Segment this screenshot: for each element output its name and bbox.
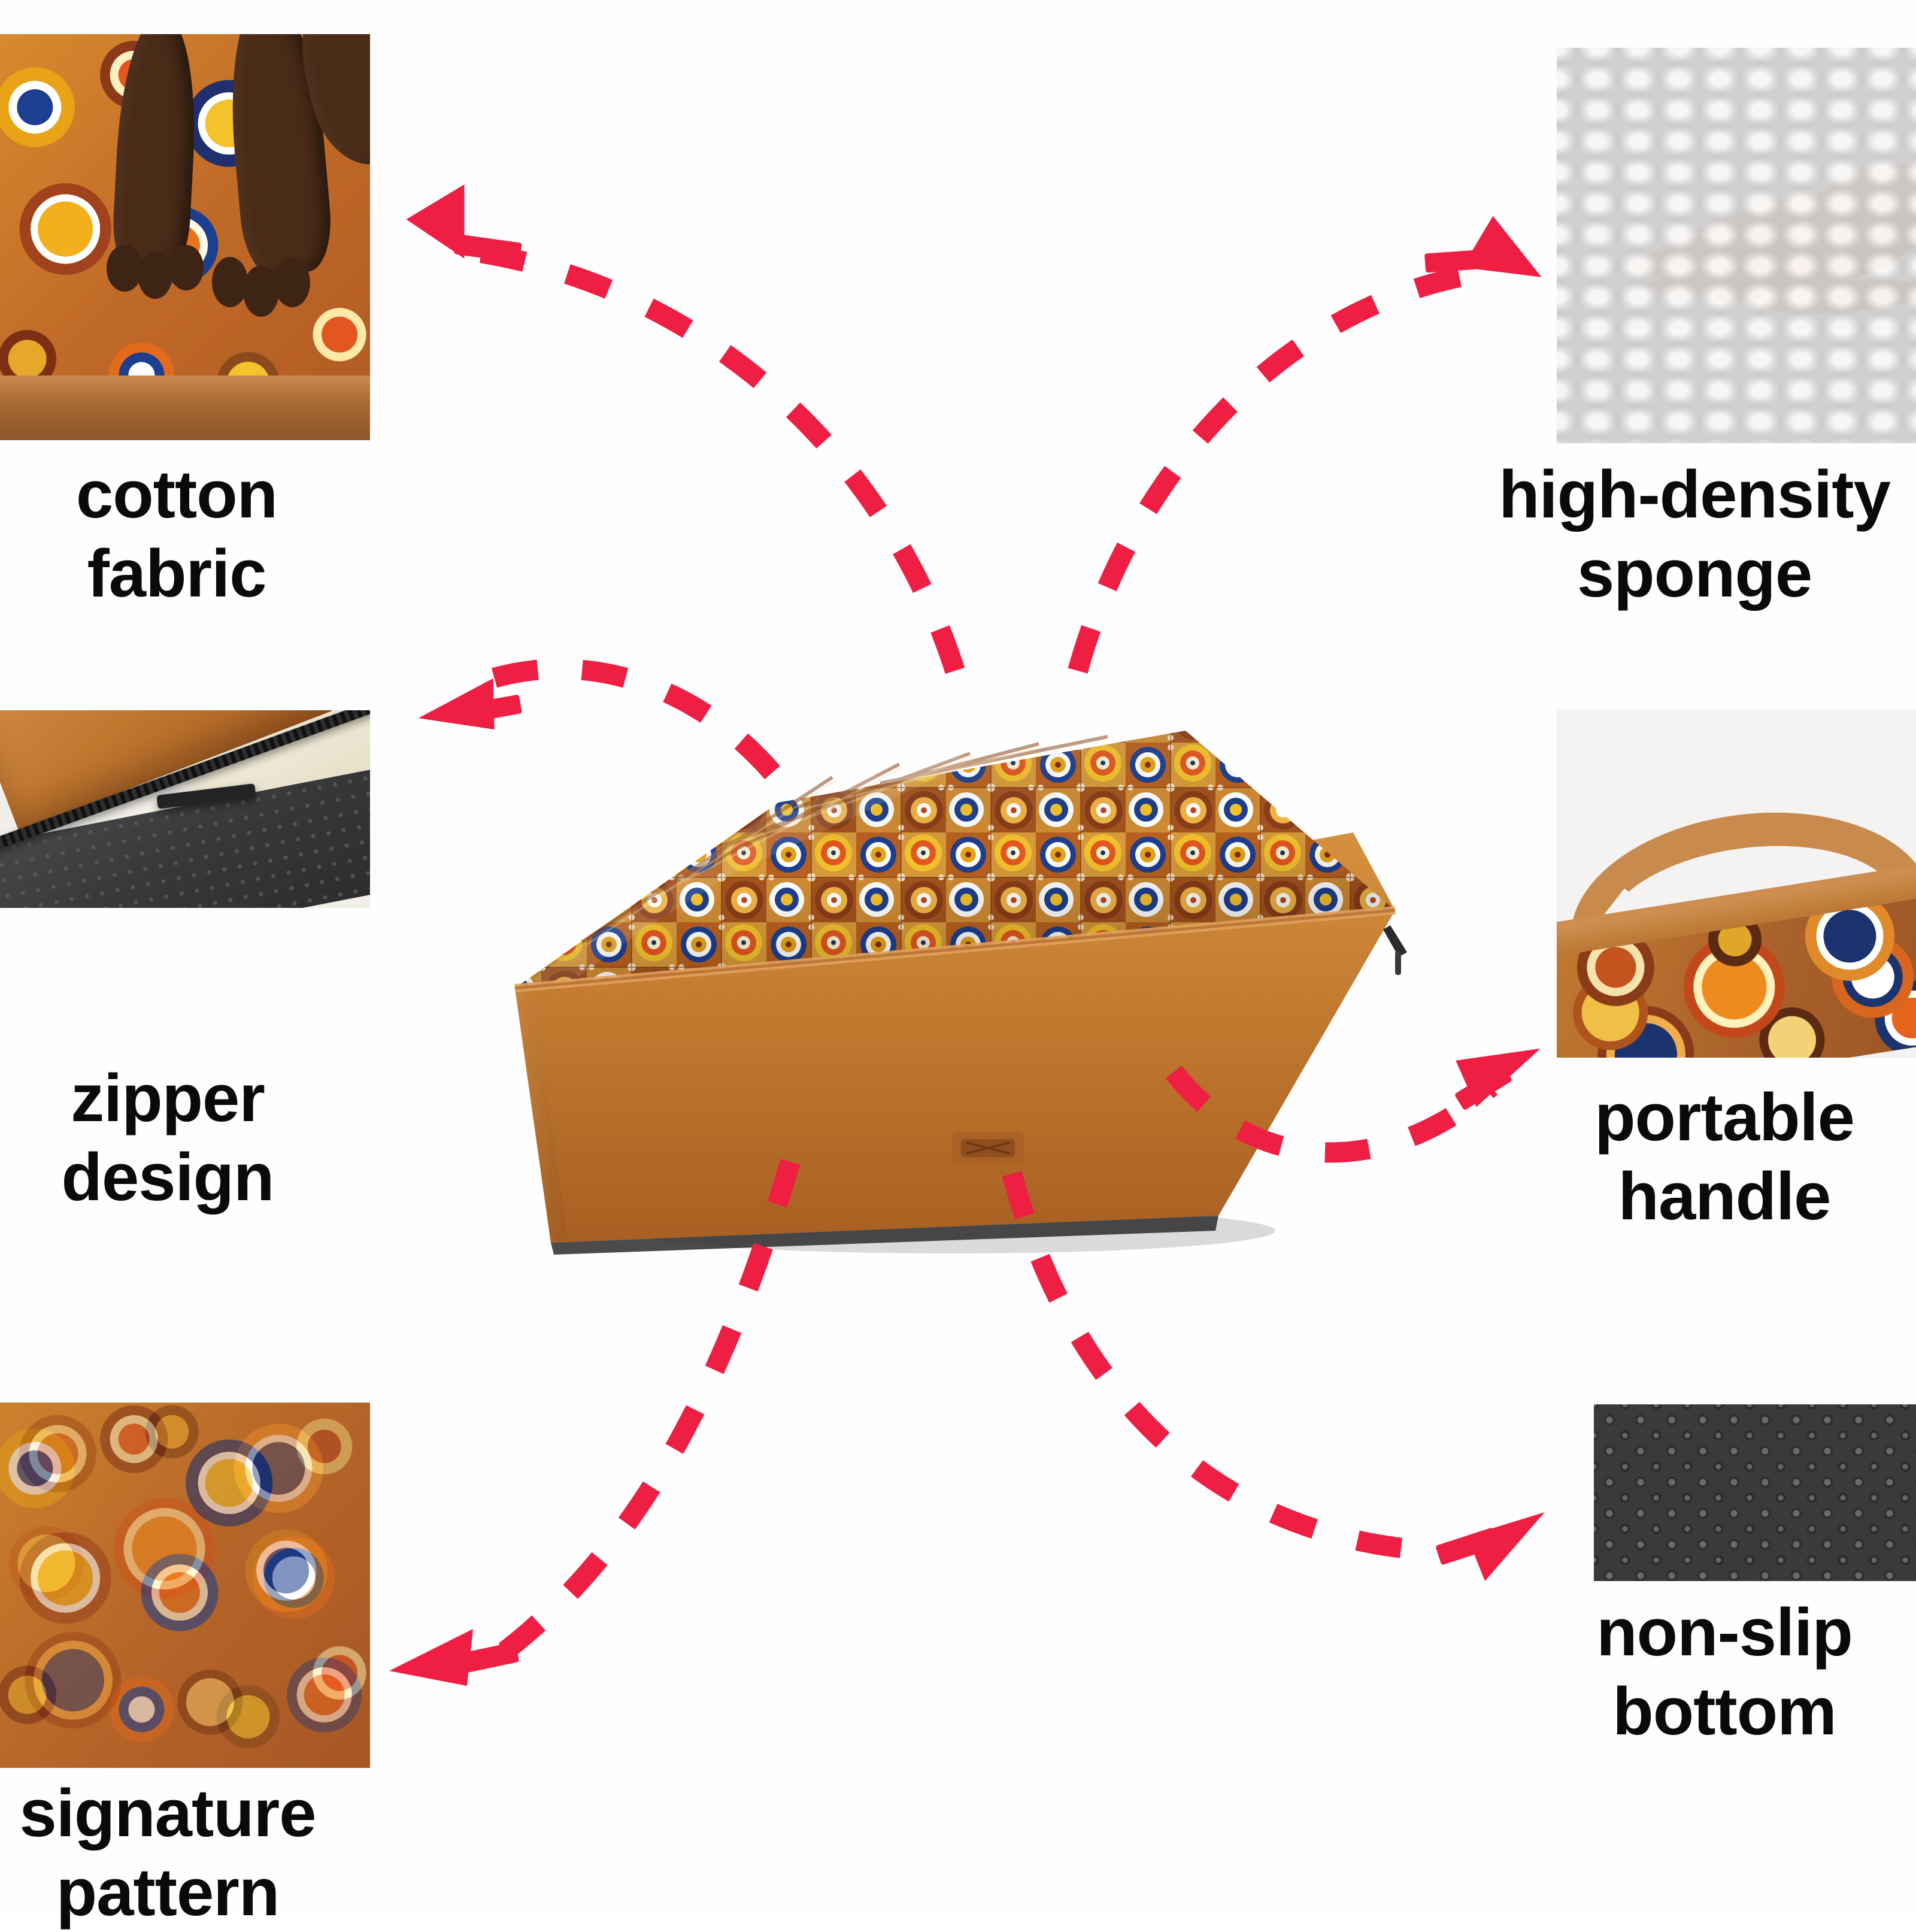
arrow-to-cotton-fabric	[406, 184, 965, 674]
cotton-fabric-thumbnail	[0, 34, 370, 440]
feature-label-high-density-sponge: high-density sponge	[1499, 457, 1891, 611]
non-slip-bottom-thumbnail	[1594, 1404, 1916, 1581]
arrowhead-icon	[1467, 1512, 1545, 1581]
feature-label-non-slip-bottom: non-slip bottom	[1596, 1595, 1853, 1749]
arrowhead-icon	[389, 1629, 473, 1686]
product-image-foldable-pet-mattress	[497, 653, 1419, 1264]
arrowhead-icon	[418, 678, 495, 730]
arrowhead-icon	[406, 184, 465, 259]
signature-pattern-thumbnail	[0, 1403, 370, 1768]
arrowhead-icon	[1456, 1048, 1541, 1107]
high-density-sponge-thumbnail	[1557, 48, 1916, 443]
feature-label-signature-pattern: signature pattern	[19, 1776, 316, 1930]
feature-label-cotton-fabric: cotton fabric	[75, 457, 278, 611]
zipper-design-thumbnail	[0, 710, 370, 908]
feature-label-zipper-design: zipper design	[61, 1061, 275, 1215]
feature-label-portable-handle: portable handle	[1594, 1080, 1855, 1234]
arrowhead-icon	[1462, 216, 1542, 277]
portable-handle-thumbnail	[1557, 710, 1916, 1058]
